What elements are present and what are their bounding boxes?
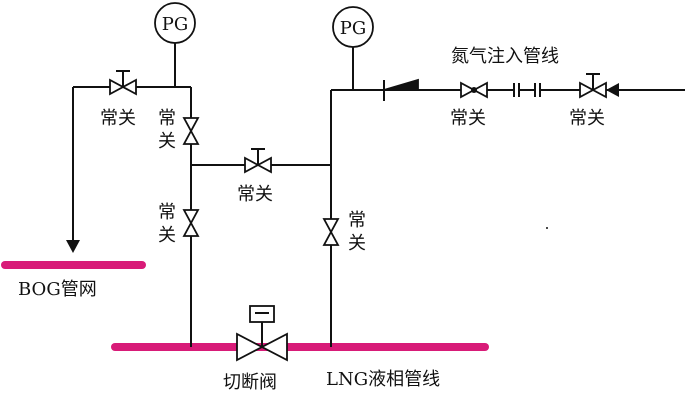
shutoff-valve-label: 切断阀: [223, 372, 277, 393]
valve-left-lower[interactable]: [182, 209, 200, 237]
speck-mark: [546, 227, 548, 229]
nitrogen-flow-arrow-icon: [606, 83, 619, 97]
valve-right-vertical[interactable]: [322, 218, 340, 246]
pg-label-left: PG: [162, 14, 189, 35]
valve-left-lower-label-bottom: 关: [158, 225, 176, 246]
valve-middle-label: 常关: [237, 184, 273, 205]
valve-nitrogen-left[interactable]: [460, 81, 488, 99]
bog-arrow-icon: [66, 240, 80, 253]
bog-network-label: BOG管网: [18, 279, 97, 300]
valve-right-vertical-label-top: 常: [348, 210, 366, 231]
valve-left-upper[interactable]: [182, 117, 200, 145]
pressure-gauge-right: PG: [332, 6, 374, 48]
valve-nitrogen-right-label: 常关: [569, 108, 605, 129]
shutoff-valve[interactable]: [236, 305, 288, 362]
nitrogen-line-label: 氮气注入管线: [451, 46, 559, 67]
blind-flange-icon: [513, 83, 541, 97]
valve-middle[interactable]: [244, 148, 272, 174]
valve-left-upper-label-bottom: 关: [158, 131, 176, 152]
valve-ball-icon: [471, 87, 477, 93]
valve-right-vertical-label-bottom: 关: [348, 233, 366, 254]
valve-left-upper-label-top: 常: [158, 108, 176, 129]
valve-nitrogen-right[interactable]: [579, 73, 607, 99]
pg-label-right: PG: [340, 18, 367, 39]
valve-top-left-label: 常关: [100, 108, 136, 129]
valve-top-left[interactable]: [109, 70, 137, 96]
lng-liquid-line-label: LNG液相管线: [326, 369, 440, 390]
valve-left-lower-label-top: 常: [158, 202, 176, 223]
check-valve-icon: [383, 78, 419, 101]
pressure-gauge-left: PG: [154, 2, 196, 44]
valve-nitrogen-left-label: 常关: [450, 108, 486, 129]
